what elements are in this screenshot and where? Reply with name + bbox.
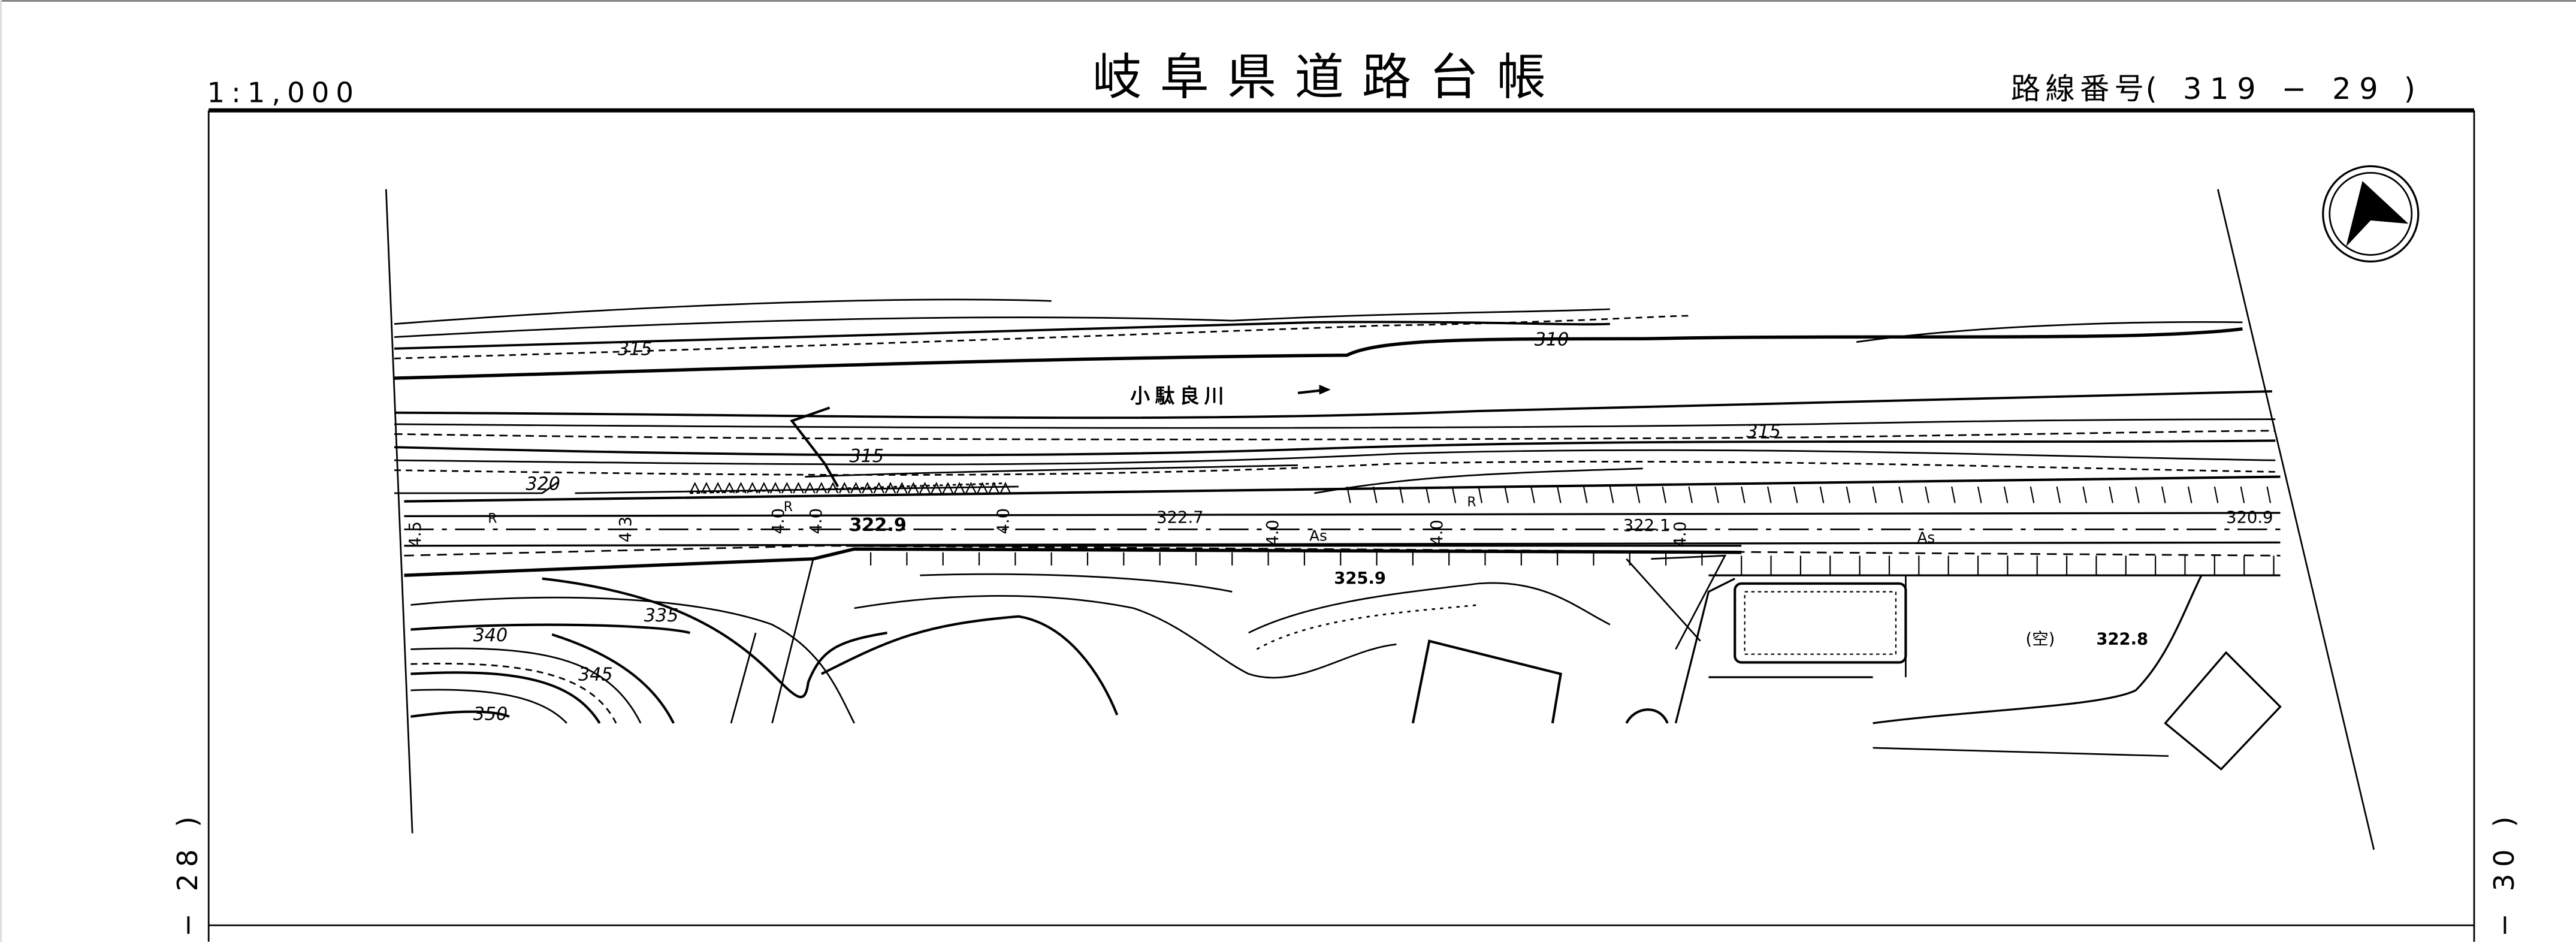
fence-tick-marks (689, 482, 2275, 576)
sheet-title: 岐阜県道路台帳 (1092, 49, 1564, 106)
adjacent-sheet-right: − 30 ) (2488, 810, 2520, 937)
road-mark: R (1467, 495, 1476, 510)
vacant-lot-label: (空) (2026, 630, 2055, 648)
road-width: 4.0 (769, 508, 788, 535)
contours-south (410, 558, 1611, 724)
elevation-label: 322.1 (1623, 517, 1670, 535)
surface-label: As (1309, 527, 1327, 545)
elevation-label: 322.7 (1156, 508, 1203, 527)
road-width: 4.0 (994, 508, 1013, 535)
road-annotations: As As R R R (空) (488, 495, 2055, 648)
route-number: ( 319 − 29 ) (2146, 71, 2424, 106)
contour-label: 315 (618, 339, 653, 360)
contour-label: 315 (1746, 421, 1781, 442)
contour-label: 350 (473, 704, 508, 724)
map-extent (385, 189, 2375, 850)
window-left-border (0, 0, 2, 942)
road-mark: R (488, 511, 497, 526)
adjacent-sheet-left: − 28 ) (171, 810, 204, 937)
contour-label: 345 (578, 665, 613, 686)
contour-label: 315 (849, 446, 884, 467)
surface-label: As (1917, 529, 1935, 546)
lots (1411, 554, 2282, 771)
river: 小駄良川 (394, 298, 2276, 488)
contour-label: 320 (526, 474, 560, 495)
elevation-label: 320.9 (2226, 508, 2273, 527)
fence-ticks (689, 482, 2275, 576)
north-arrow-icon (2322, 165, 2420, 263)
route-label: 路線番号 (2011, 71, 2149, 106)
road-mark: R (784, 500, 793, 515)
contour-label: 340 (473, 625, 508, 646)
elevation-label: 322.9 (849, 515, 906, 536)
road-width-labels: 4.5 4.3 4.0 4.0 4.0 4.0 4.0 4.0 (406, 508, 1690, 548)
road-width: 4.0 (1264, 520, 1282, 546)
road-width: 4.0 (1428, 520, 1446, 546)
road (394, 467, 2281, 577)
road-width: 4.0 (807, 508, 826, 535)
contour-label: 335 (644, 605, 679, 626)
road-width: 4.3 (617, 517, 635, 543)
road-width: 4.5 (406, 521, 425, 548)
elevation-label: 325.9 (1334, 569, 1386, 588)
road-width: 4.0 (1671, 521, 1690, 548)
elevation-labels: 322.9 322.7 322.1 320.9 325.9 322.8 (849, 508, 2273, 648)
contour-label: 310 (1535, 329, 1569, 350)
scale-label: 1:1,000 (207, 76, 360, 108)
river-name: 小駄良川 (1130, 384, 1228, 407)
window-top-border (0, 0, 2576, 2)
contour-labels: 315 310 315 320 315 340 335 345 350 (473, 329, 1781, 724)
elevation-label: 322.8 (2096, 630, 2148, 648)
